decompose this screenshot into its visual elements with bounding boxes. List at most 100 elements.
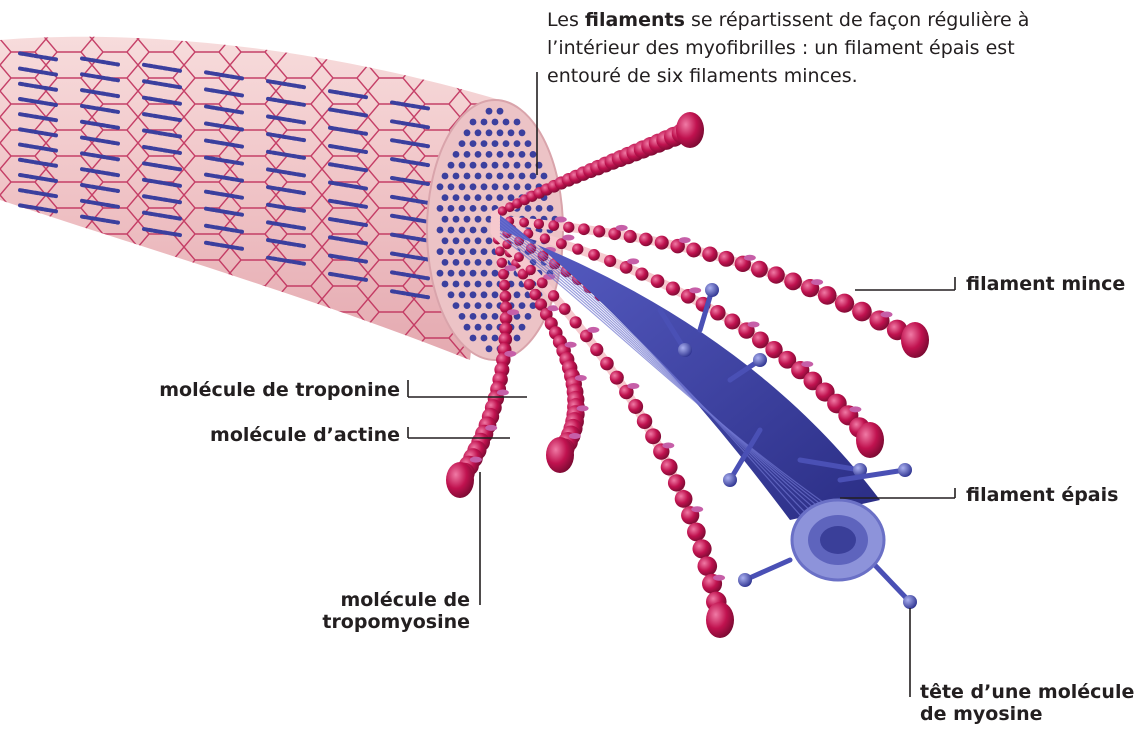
- cross-section-dot: [459, 162, 466, 169]
- actin-bead: [675, 490, 693, 508]
- cross-section-dot: [437, 183, 444, 190]
- cross-section-dot: [486, 324, 493, 331]
- actin-bead: [519, 218, 529, 228]
- cross-section-dot: [497, 151, 504, 158]
- filament-end: [901, 322, 929, 358]
- actin-bead: [686, 243, 701, 258]
- cross-section-dot: [492, 313, 499, 320]
- cross-section-dot: [492, 335, 499, 342]
- troponin-blob: [470, 457, 482, 463]
- actin-bead: [628, 399, 643, 414]
- caption-keyword: filaments: [585, 9, 685, 31]
- actin-bead: [655, 236, 669, 250]
- cross-section-dot: [497, 108, 504, 115]
- troponin-blob: [689, 287, 701, 293]
- cross-section-dot: [508, 129, 515, 136]
- troponin-blob: [507, 309, 519, 315]
- cross-section-dot: [448, 227, 455, 234]
- cross-section-dot: [448, 291, 455, 298]
- cross-section-dot: [481, 335, 488, 342]
- cross-section-dot: [448, 205, 455, 212]
- troponin-blob: [713, 575, 725, 581]
- actin-bead: [639, 233, 653, 247]
- label-thick-filament: filament épais: [966, 484, 1118, 506]
- cross-section-dot: [481, 119, 488, 126]
- actin-bead: [559, 303, 571, 315]
- troponin-blob: [627, 383, 639, 389]
- cross-section-dot: [470, 313, 477, 320]
- actin-bead: [624, 230, 637, 243]
- cross-section-dot: [514, 183, 521, 190]
- troponin-blob: [497, 389, 509, 395]
- cross-section-dot: [486, 151, 493, 158]
- cross-section-dot: [470, 162, 477, 169]
- caption: Les filaments se répartissent de façon r…: [547, 6, 1087, 90]
- actin-bead: [590, 343, 603, 356]
- cross-section-dot: [486, 302, 493, 309]
- cross-section-dot: [486, 129, 493, 136]
- actin-bead: [637, 414, 652, 429]
- cross-section-dot: [464, 281, 471, 288]
- cross-section-dot: [464, 129, 471, 136]
- troponin-blob: [577, 405, 589, 411]
- troponin-blob: [744, 255, 756, 261]
- filament-end: [546, 437, 574, 473]
- actin-bead: [635, 268, 648, 281]
- cross-section-dot: [503, 140, 510, 147]
- cross-section-dot: [486, 237, 493, 244]
- actin-bead: [563, 222, 574, 233]
- cross-section-dot: [492, 162, 499, 169]
- actin-bead: [548, 290, 559, 301]
- troponin-blob: [691, 506, 703, 512]
- cross-section-dot: [459, 270, 466, 277]
- cross-section-dot: [508, 194, 515, 201]
- cross-section-dot: [453, 194, 460, 201]
- cross-section-dot: [464, 194, 471, 201]
- label-myosin-head-line1: tête d’une molécule: [920, 681, 1134, 703]
- cross-section-dot: [470, 119, 477, 126]
- cross-section-dot: [448, 248, 455, 255]
- cross-section-dot: [464, 173, 471, 180]
- actin-bead: [534, 219, 544, 229]
- label-troponin: molécule de troponine: [159, 379, 400, 401]
- troponin-blob: [575, 375, 587, 381]
- cross-section-dot: [459, 313, 466, 320]
- cross-section-dot: [514, 162, 521, 169]
- actin-bead: [697, 556, 717, 576]
- cross-section-dot: [464, 151, 471, 158]
- cross-section-dot: [530, 173, 537, 180]
- cross-section-dot: [442, 259, 449, 266]
- cross-section-dot: [459, 183, 466, 190]
- label-tropomyosin-line1: molécule de: [340, 589, 470, 611]
- troponin-blob: [555, 217, 567, 223]
- cross-section-dot: [470, 270, 477, 277]
- cross-section-dot: [453, 302, 460, 309]
- cross-section-dot: [525, 162, 532, 169]
- troponin-blob: [504, 351, 516, 357]
- cross-section-dot: [448, 183, 455, 190]
- cross-section-dot: [475, 216, 482, 223]
- cross-section-dot: [503, 119, 510, 126]
- cross-section-dot: [519, 129, 526, 136]
- actin-bead: [524, 279, 535, 290]
- troponin-blob: [880, 311, 892, 317]
- cross-section-dot: [442, 216, 449, 223]
- cross-section-dot: [492, 140, 499, 147]
- cross-section-dot: [481, 291, 488, 298]
- actin-bead: [495, 246, 505, 256]
- troponin-blob: [565, 342, 577, 348]
- cross-section-dot: [525, 183, 532, 190]
- actin-bead: [610, 371, 624, 385]
- troponin-blob: [627, 258, 639, 264]
- cross-section-dot: [453, 173, 460, 180]
- actin-bead: [540, 233, 550, 243]
- actin-bead: [499, 280, 510, 291]
- actin-bead: [718, 251, 734, 267]
- troponin-blob: [485, 425, 497, 431]
- cross-section-dot: [475, 129, 482, 136]
- cross-section-dot: [514, 335, 521, 342]
- actin-bead: [525, 265, 535, 275]
- troponin-blob: [587, 327, 599, 333]
- troponin-blob: [562, 235, 574, 241]
